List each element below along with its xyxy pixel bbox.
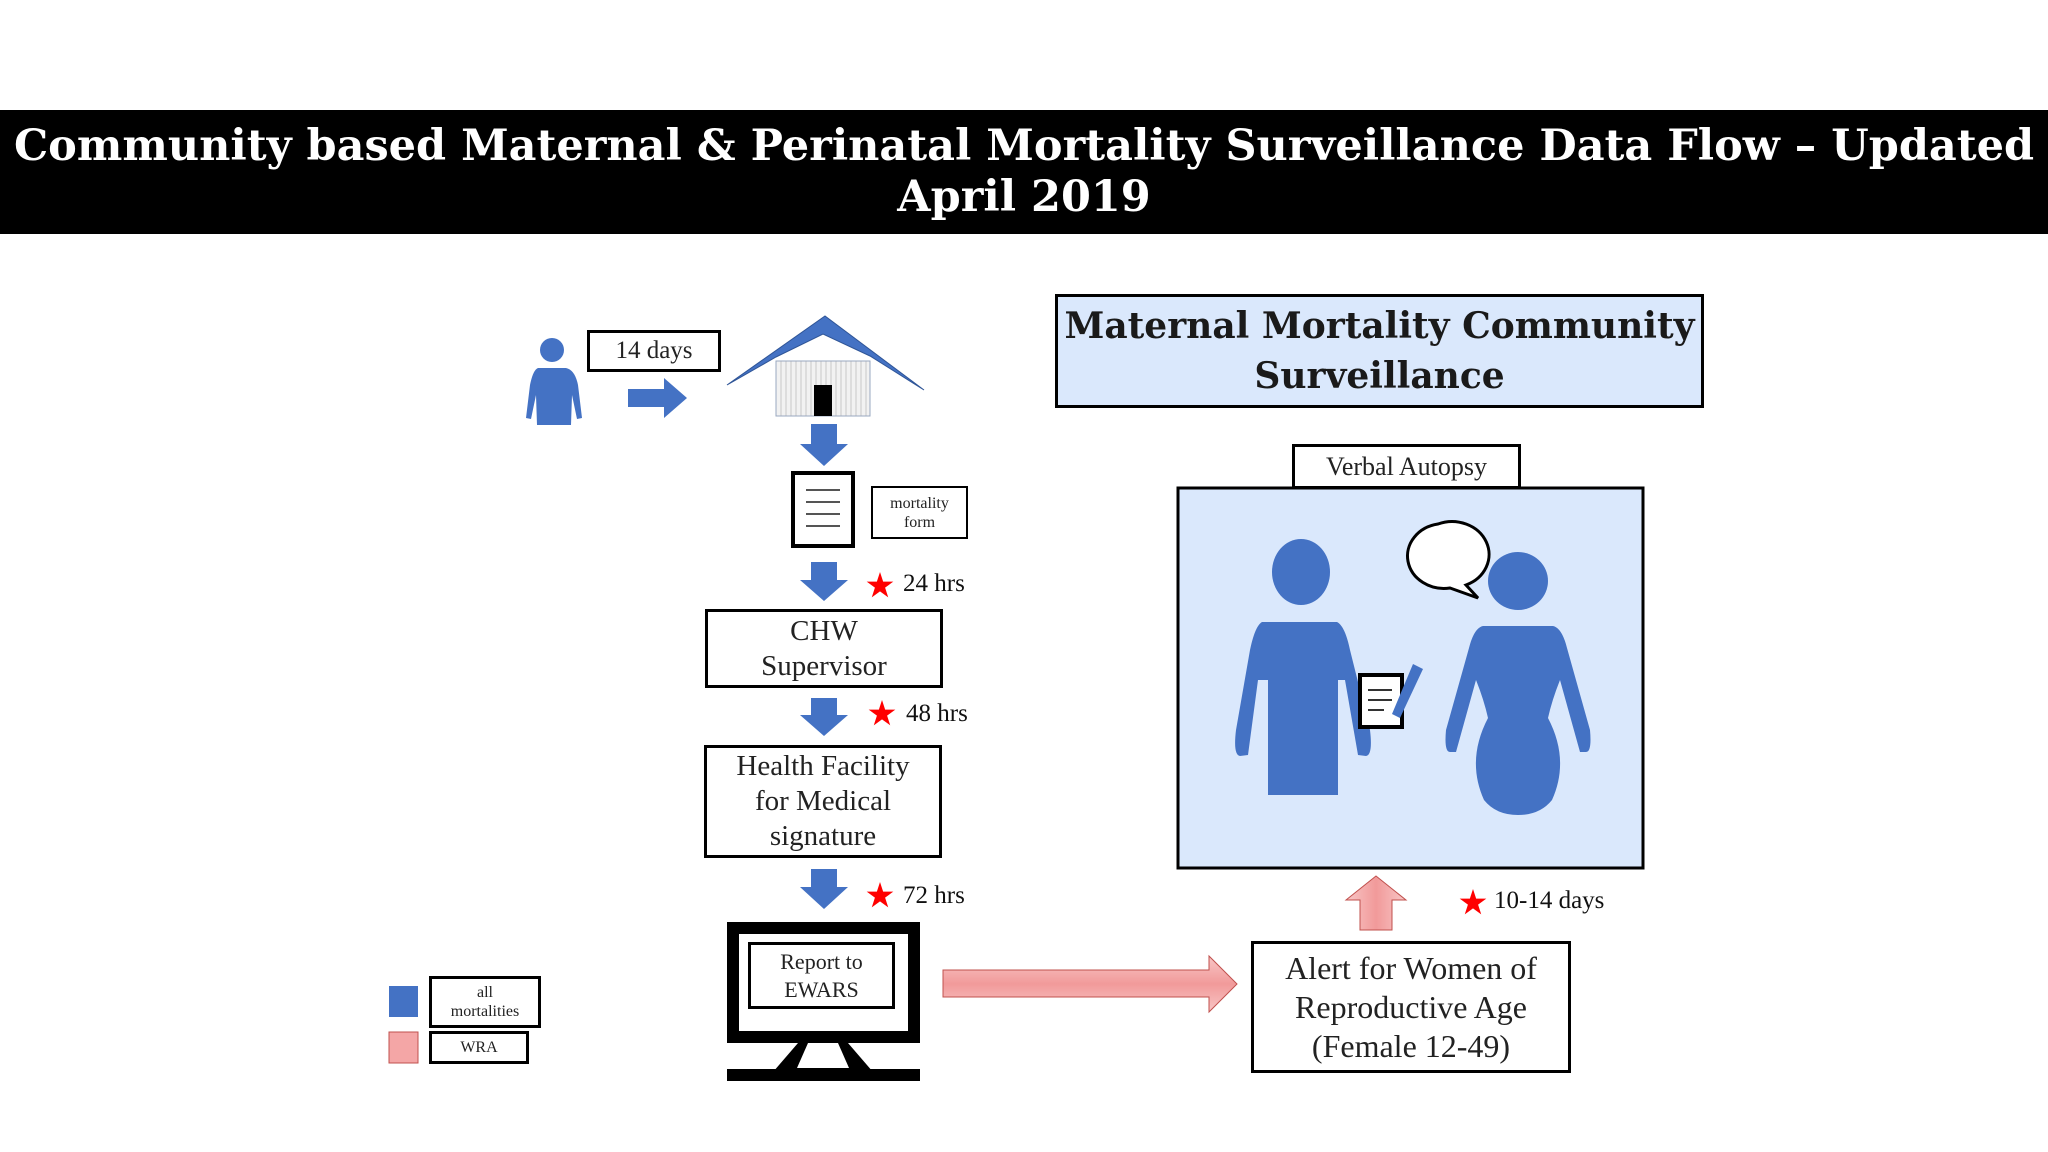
down-arrow-icon	[800, 424, 848, 466]
alert-wra-box: Alert for Women of Reproductive Age (Fem…	[1251, 941, 1571, 1073]
down-arrow-icon	[800, 562, 848, 601]
pink-right-arrow	[942, 954, 1238, 1014]
health-facility-box: Health Facility for Medical signature	[704, 745, 942, 858]
star-icon	[868, 700, 896, 726]
pink-up-arrow	[1344, 875, 1408, 931]
document-icon	[791, 471, 855, 548]
star-icon	[866, 882, 894, 908]
verbal-autopsy-label: Verbal Autopsy	[1292, 444, 1521, 489]
time-24-hrs: 24 hrs	[903, 570, 965, 597]
report-to-ewars-box: Report to EWARS	[748, 942, 895, 1009]
title-banner: Community based Maternal & Perinatal Mor…	[0, 110, 2048, 234]
time-10-14-days: 10-14 days	[1494, 887, 1605, 914]
time-48-hrs: 48 hrs	[906, 700, 968, 727]
days-14-label: 14 days	[587, 330, 721, 372]
star-icon	[866, 572, 894, 598]
title-line-1: Community based Maternal & Perinatal Mor…	[13, 121, 2035, 171]
house-icon	[726, 315, 925, 417]
clipboard-icon	[1358, 664, 1423, 729]
chw-supervisor-box: CHW Supervisor	[705, 609, 943, 688]
legend-wra: WRA	[429, 1031, 529, 1064]
legend-all-mortalities: all mortalities	[429, 976, 541, 1028]
legend-swatch-pink	[388, 1031, 419, 1064]
down-arrow-icon	[800, 869, 848, 909]
right-arrow-icon	[628, 378, 687, 418]
title-line-2: April 2019	[897, 172, 1151, 222]
person-icon	[526, 338, 582, 425]
interviewer-icon	[1235, 539, 1371, 795]
star-icon	[1459, 889, 1487, 915]
legend-swatch-blue	[389, 986, 418, 1017]
mortality-form-label: mortality form	[871, 486, 968, 539]
down-arrow-icon	[800, 698, 848, 736]
respondent-icon	[1445, 552, 1591, 815]
speech-bubble-icon	[1406, 520, 1491, 600]
maternal-mortality-header-box: Maternal Mortality Community Surveillanc…	[1055, 294, 1704, 408]
time-72-hrs: 72 hrs	[903, 882, 965, 909]
